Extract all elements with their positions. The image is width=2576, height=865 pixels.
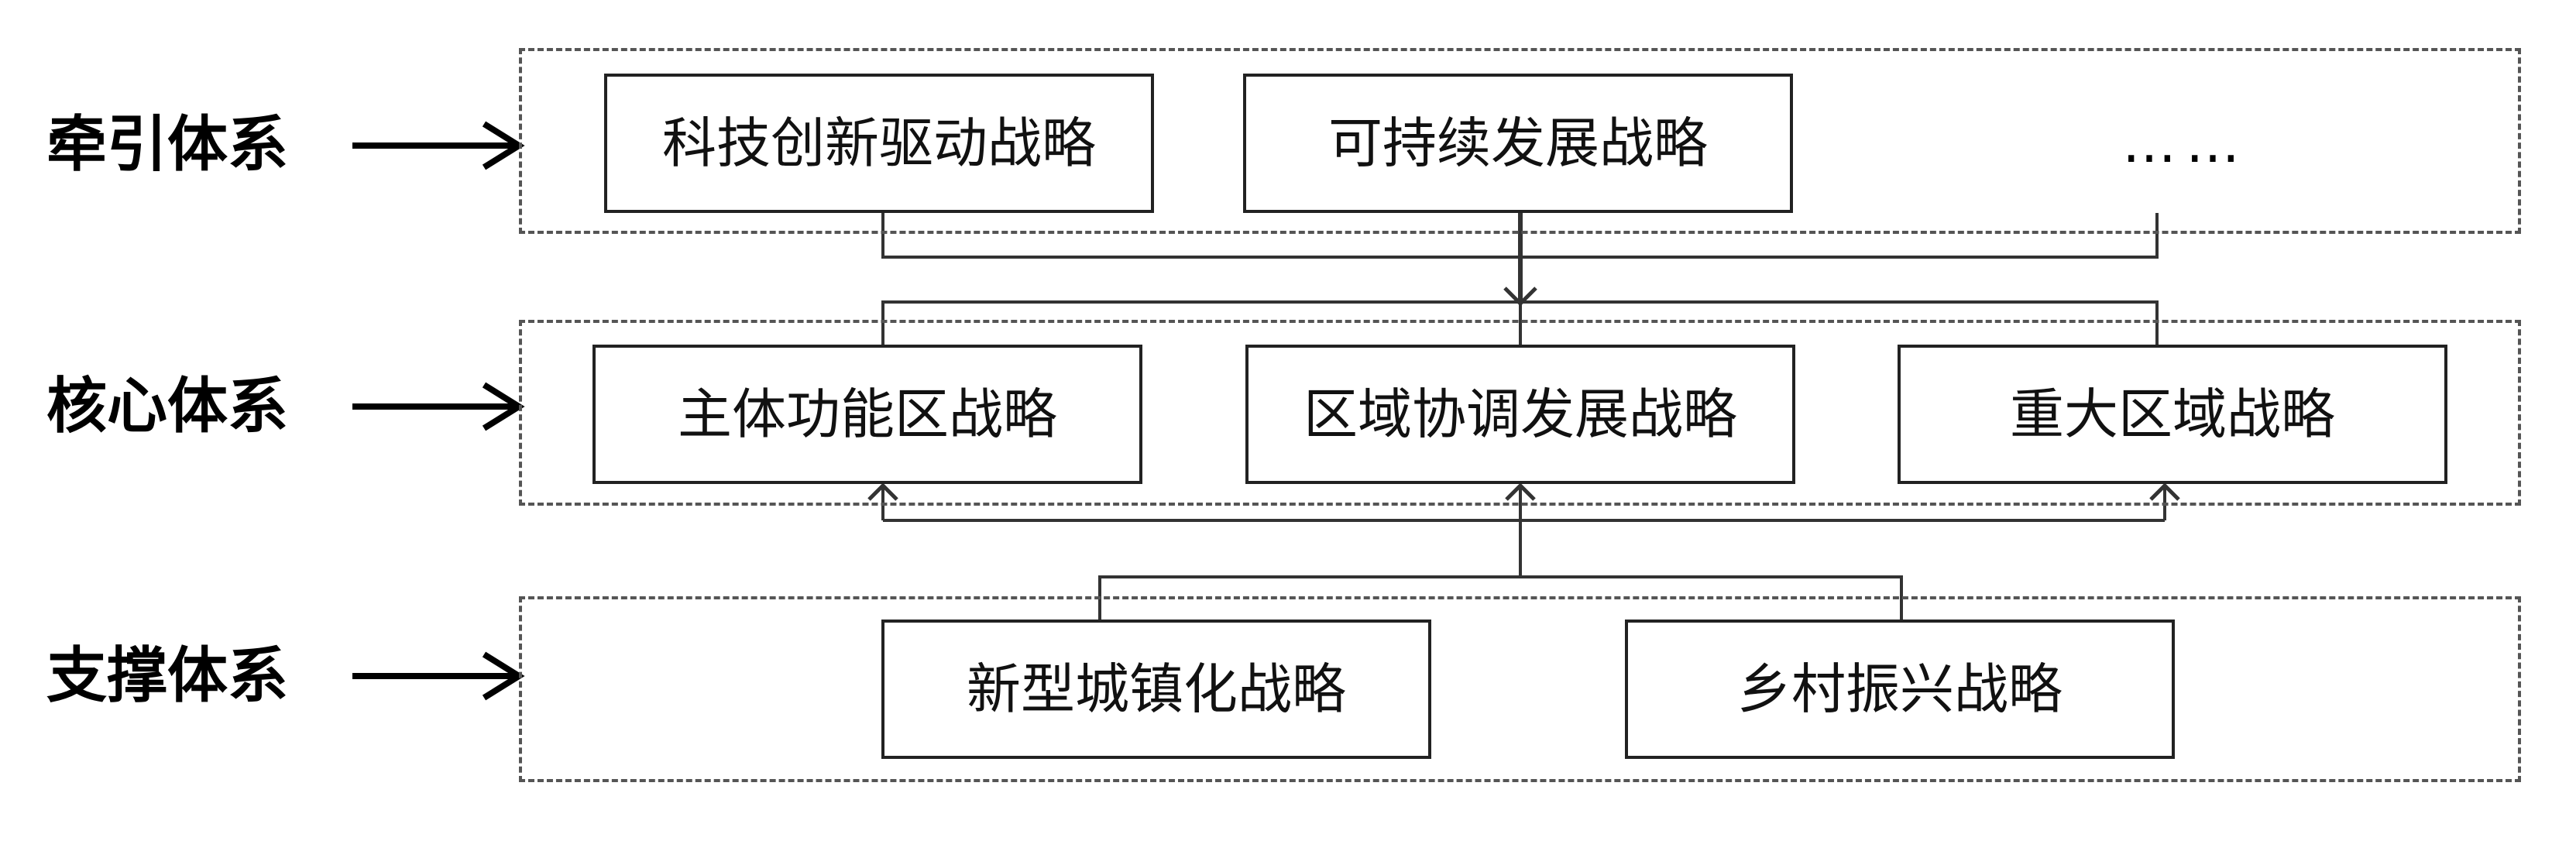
tier-box-traction [519,48,2521,234]
tier-label-traction: 牵引体系 [46,110,289,180]
node-main-functional-zone-strategy: 主体功能区战略 [592,345,1142,484]
tier-label-core: 核心体系 [46,372,289,441]
more-strategies-ellipsis: …… [2122,112,2249,175]
node-rural-revitalization-strategy: 乡村振兴战略 [1625,620,2175,759]
tier-label-support: 支撑体系 [46,641,289,711]
tier-box-support [519,596,2521,782]
node-tech-innovation-strategy: 科技创新驱动战略 [604,74,1154,213]
traction-to-core-connector [881,213,2159,345]
node-new-urbanization-strategy: 新型城镇化战略 [881,620,1431,759]
node-regional-coordination-strategy: 区域协调发展战略 [1245,345,1795,484]
label-arrows [352,121,525,701]
tier-box-core [519,320,2521,506]
node-sustainable-development-strategy: 可持续发展战略 [1243,74,1793,213]
node-major-regional-strategy: 重大区域战略 [1898,345,2447,484]
